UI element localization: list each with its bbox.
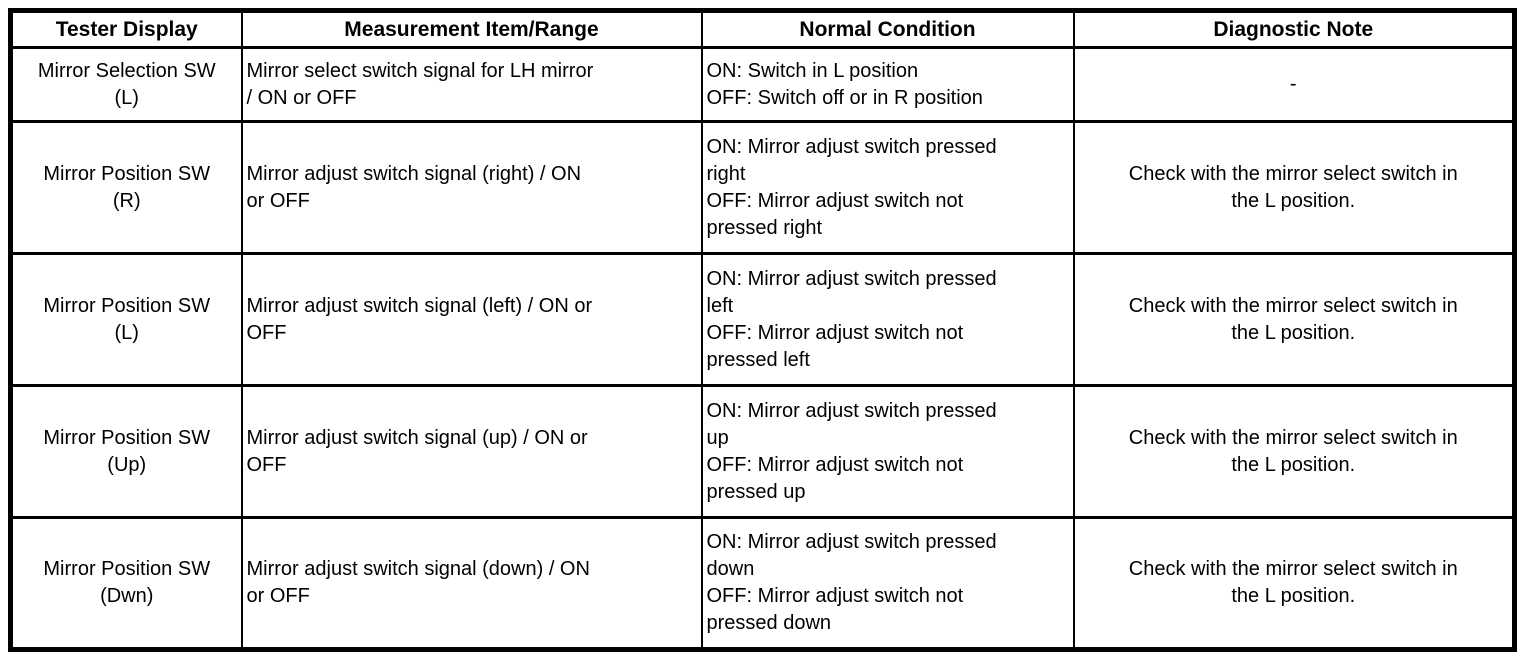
table-row: Mirror Position SW (L) Mirror adjust swi…	[9, 252, 1516, 387]
cell-measurement-item-range: Mirror adjust switch signal (down) / ON …	[240, 516, 703, 651]
cell-diagnostic-note: -	[1072, 46, 1516, 123]
cell-diagnostic-note: Check with the mirror select switch in t…	[1072, 516, 1516, 651]
table-row: Mirror Position SW (Dwn) Mirror adjust s…	[9, 516, 1516, 651]
cell-tester-display: Mirror Position SW (Dwn)	[9, 516, 243, 651]
header-measurement-item-range: Measurement Item/Range	[240, 9, 703, 49]
cell-normal-condition: ON: Mirror adjust switch pressed right O…	[700, 120, 1075, 255]
cell-tester-display: Mirror Position SW (Up)	[9, 384, 243, 519]
table-header-row: Tester Display Measurement Item/Range No…	[9, 9, 1516, 49]
table-row: Mirror Position SW (R) Mirror adjust swi…	[9, 120, 1516, 255]
cell-measurement-item-range: Mirror adjust switch signal (left) / ON …	[240, 252, 703, 387]
cell-diagnostic-note: Check with the mirror select switch in t…	[1072, 252, 1516, 387]
cell-normal-condition: ON: Mirror adjust switch pressed down OF…	[700, 516, 1075, 651]
header-normal-condition: Normal Condition	[700, 9, 1075, 49]
table-row: Mirror Position SW (Up) Mirror adjust sw…	[9, 384, 1516, 519]
cell-diagnostic-note: Check with the mirror select switch in t…	[1072, 120, 1516, 255]
diagnostic-data-table: Tester Display Measurement Item/Range No…	[8, 8, 1517, 652]
cell-normal-condition: ON: Mirror adjust switch pressed up OFF:…	[700, 384, 1075, 519]
cell-diagnostic-note: Check with the mirror select switch in t…	[1072, 384, 1516, 519]
cell-measurement-item-range: Mirror adjust switch signal (up) / ON or…	[240, 384, 703, 519]
header-tester-display: Tester Display	[9, 9, 243, 49]
cell-measurement-item-range: Mirror select switch signal for LH mirro…	[240, 46, 703, 123]
header-diagnostic-note: Diagnostic Note	[1072, 9, 1516, 49]
cell-normal-condition: ON: Switch in L position OFF: Switch off…	[700, 46, 1075, 123]
table-row: Mirror Selection SW (L) Mirror select sw…	[9, 46, 1516, 123]
cell-tester-display: Mirror Selection SW (L)	[9, 46, 243, 123]
cell-measurement-item-range: Mirror adjust switch signal (right) / ON…	[240, 120, 703, 255]
cell-tester-display: Mirror Position SW (L)	[9, 252, 243, 387]
cell-normal-condition: ON: Mirror adjust switch pressed left OF…	[700, 252, 1075, 387]
cell-tester-display: Mirror Position SW (R)	[9, 120, 243, 255]
